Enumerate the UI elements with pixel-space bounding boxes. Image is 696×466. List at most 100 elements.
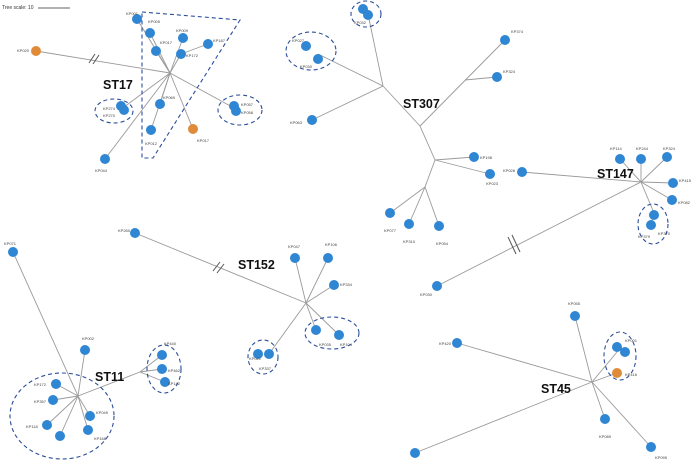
tip-node xyxy=(290,253,300,263)
tip-label: KP035 xyxy=(319,342,332,347)
branch xyxy=(419,125,436,161)
tip-node xyxy=(55,431,65,441)
tip-label: KP012 xyxy=(145,141,158,146)
break-mark xyxy=(216,263,225,274)
cluster-st147: KP028 KP114 KP244 KP324 KP415 KP082 KP37… xyxy=(420,146,692,297)
tip-label: KP089 xyxy=(599,434,612,439)
cluster-outline xyxy=(94,98,134,124)
branch xyxy=(591,381,606,420)
tip-node xyxy=(517,167,527,177)
cluster-outline xyxy=(285,31,337,71)
tip-label: KP198 xyxy=(480,155,493,160)
tip-label: KP187 xyxy=(213,38,226,43)
tip-label: KP071 xyxy=(4,241,17,246)
tip-label: KP370 xyxy=(658,231,671,236)
tip-node xyxy=(264,349,274,359)
tip-label: KP379 xyxy=(638,234,651,239)
tip-node xyxy=(160,377,170,387)
tip-label: KP310 xyxy=(403,239,416,244)
branch xyxy=(367,13,384,87)
branch xyxy=(436,181,642,287)
branch xyxy=(159,72,171,105)
tip-label: KP021 xyxy=(249,356,262,361)
tip-label: KP334 xyxy=(340,282,353,287)
branch xyxy=(434,159,491,175)
tip-label: KP049 xyxy=(96,410,109,415)
tip-node xyxy=(363,10,373,20)
tip-node xyxy=(500,35,510,45)
tip-node xyxy=(667,195,677,205)
tip-label: KP058 xyxy=(241,110,254,115)
tip-label: KP416 xyxy=(625,372,638,377)
tip-label: KP244 xyxy=(636,146,649,151)
tip-node xyxy=(253,349,263,359)
tip-label: KP017 xyxy=(197,138,210,143)
tip-node xyxy=(48,395,58,405)
branch xyxy=(104,72,171,160)
tip-label: KP023 xyxy=(486,181,499,186)
branch xyxy=(389,186,426,214)
tip-node xyxy=(323,253,333,263)
branch xyxy=(424,159,436,188)
branch xyxy=(317,53,384,87)
cluster-label-st147: ST147 xyxy=(597,167,634,181)
tip-node xyxy=(329,280,339,290)
cluster-outline xyxy=(603,331,637,381)
tip-label: KP142 xyxy=(168,381,181,386)
branch xyxy=(382,85,421,127)
cluster-outline xyxy=(141,11,241,159)
branch xyxy=(591,351,618,383)
tip-label: KP005 xyxy=(148,19,161,24)
tip-label: KP001 xyxy=(126,11,139,16)
tip-label: KP057 xyxy=(241,102,254,107)
branch xyxy=(311,85,384,121)
tip-node xyxy=(146,125,156,135)
tip-node xyxy=(432,281,442,291)
branch xyxy=(294,257,307,304)
tip-label: KP374 xyxy=(511,29,524,34)
branch xyxy=(77,371,141,397)
tip-node xyxy=(119,105,129,115)
cluster-outline xyxy=(304,316,360,350)
tip-node xyxy=(492,72,502,82)
branch xyxy=(59,395,79,437)
branch xyxy=(424,186,440,227)
tip-label: KP001 xyxy=(625,338,638,343)
branch xyxy=(521,171,642,183)
tip-node xyxy=(636,154,646,164)
cluster-label-st307: ST307 xyxy=(403,97,440,111)
break-mark xyxy=(212,261,221,272)
tip-node xyxy=(410,448,420,458)
tip-node xyxy=(83,425,93,435)
tip-node xyxy=(485,169,495,179)
tip-node xyxy=(155,99,165,109)
break-mark xyxy=(88,53,96,64)
tip-label: KP009 xyxy=(176,28,189,33)
tip-node xyxy=(203,39,213,49)
tip-label: KP114 xyxy=(610,146,622,151)
branch xyxy=(640,181,673,201)
tip-node xyxy=(31,46,41,56)
cluster-st152: KP260 KP047 KP106 KP334 KP021 KP337 KP03… xyxy=(118,228,360,375)
branch xyxy=(640,181,674,184)
tip-label: KP270 xyxy=(103,113,116,118)
cluster-outline xyxy=(350,0,382,28)
branch xyxy=(591,381,652,448)
branch xyxy=(408,186,426,225)
tip-label: KP420 xyxy=(439,341,452,346)
tip-label: KP337 xyxy=(259,366,272,371)
tip-label: KP017 xyxy=(160,40,173,45)
tip-label: KP324 xyxy=(503,69,516,74)
branch xyxy=(619,158,642,183)
tip-label: KP168 xyxy=(94,436,107,441)
tip-node xyxy=(646,442,656,452)
tip-label: KP002 xyxy=(82,336,95,341)
tip-node xyxy=(570,311,580,321)
tip-label: KP044 xyxy=(95,168,108,173)
tip-label: KP095 xyxy=(655,455,668,460)
branch xyxy=(268,302,307,355)
tip-label: KP047 xyxy=(288,244,301,249)
branch xyxy=(77,349,86,397)
tip-label: KP172 xyxy=(186,53,199,58)
